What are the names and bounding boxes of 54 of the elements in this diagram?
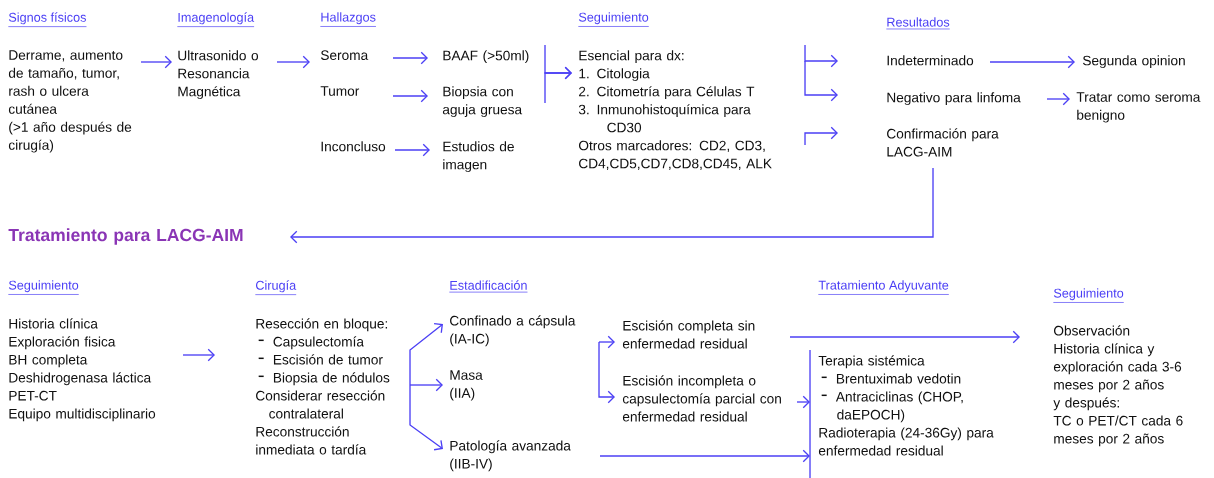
arrow xyxy=(544,66,572,104)
flow-text: Historia clínica Exploración fisica BH completa Deshidrogenasa láctica PET-CT Equipo multidisciplinario xyxy=(9,318,156,422)
section-title: Tratamiento para LACG-AIM xyxy=(8,228,243,245)
arrow xyxy=(409,322,443,386)
arrow xyxy=(409,378,443,392)
arrow xyxy=(598,341,615,404)
flow-text: Escisión incompleta o capsulectomía parcial con enfermedad residual xyxy=(622,375,781,422)
flow-text: Confirmación para LACG-AIM xyxy=(887,128,999,157)
arrow xyxy=(598,335,615,349)
flow-text: Resección en bloque: Capsulectomía Escisión de tumor Biopsia de nódulos Considerar resección contralateral Reconstrucción inmediata o tardía xyxy=(256,318,390,455)
flow-text: Escisión completa sin enfermedad residual xyxy=(622,320,755,349)
column-heading: Hallazgos xyxy=(320,12,377,27)
column-heading: Seguimiento xyxy=(8,280,80,295)
flow-text: Segunda opinion xyxy=(1082,55,1185,69)
arrow xyxy=(276,55,310,69)
column-heading: Seguimiento xyxy=(1053,288,1125,303)
flow-text: Tratar como seroma benigno xyxy=(1076,92,1201,123)
arrow xyxy=(1046,92,1070,106)
flow-text: Biopsia con aguja gruesa xyxy=(442,86,523,118)
flow-text: Seroma xyxy=(320,50,369,60)
column-heading: Signos físicos xyxy=(8,12,87,27)
arrow xyxy=(989,55,1075,69)
flow-text: Terapia sistémica Brentuximab vedotin Antraciclinas (CHOP, daEPOCH) Radioterapia (24-36Gy) para enfermedad residual xyxy=(818,355,994,456)
flow-text: Masa (IIA) xyxy=(450,370,483,401)
arrow xyxy=(290,167,934,244)
arrow xyxy=(804,60,838,102)
arrow xyxy=(392,51,428,65)
flow-text: Inconcluso xyxy=(321,141,386,152)
flow-text: Patología avanzada (IIB-IV) xyxy=(450,440,571,472)
column-heading: Tratamiento Adyuvante xyxy=(818,280,950,295)
arrow xyxy=(789,330,1020,344)
arrow xyxy=(804,44,838,68)
column-heading: Imagenología xyxy=(177,12,255,27)
arrow xyxy=(182,348,215,362)
arrow xyxy=(409,384,443,451)
flow-text: Observación Historia clínica y exploración cada 3-6 meses por 2 años y después: TC o PET/CT cada 6 meses por 2 años xyxy=(1053,325,1183,447)
arrow xyxy=(804,126,838,146)
flow-text: Confinado a cápsula (IA-IC) xyxy=(450,315,576,347)
column-heading: Estadificación xyxy=(449,280,528,293)
flow-text: BAAF (>50ml) xyxy=(443,50,529,64)
flow-text: Esencial para dx: 1. Citologia 2. Citometría para Células T 3. Inmunohistoquímica para CD30 Otros marcadores: CD2, CD3, CD4,CD5,CD7,CD8,CD45, ALK xyxy=(578,50,772,170)
arrow xyxy=(392,89,428,103)
flow-text: Ultrasonido o Resonancia Magnética xyxy=(178,50,259,100)
column-heading: Cirugía xyxy=(255,280,297,295)
flow-text: Derrame, aumento de tamaño, tumor, rash o ulcera cutánea (>1 año después de cirugía) xyxy=(8,50,132,153)
flow-text: Tumor xyxy=(320,86,360,96)
flow-text: Indeterminado xyxy=(887,55,974,66)
arrow xyxy=(394,143,430,157)
flow-text: Negativo para linfoma xyxy=(887,92,1021,106)
flow-text: Estudios de imagen xyxy=(443,141,514,173)
column-heading: Resultados xyxy=(886,17,951,30)
arrow xyxy=(140,55,172,69)
arrow xyxy=(599,449,810,463)
column-heading: Seguimiento xyxy=(578,12,650,27)
